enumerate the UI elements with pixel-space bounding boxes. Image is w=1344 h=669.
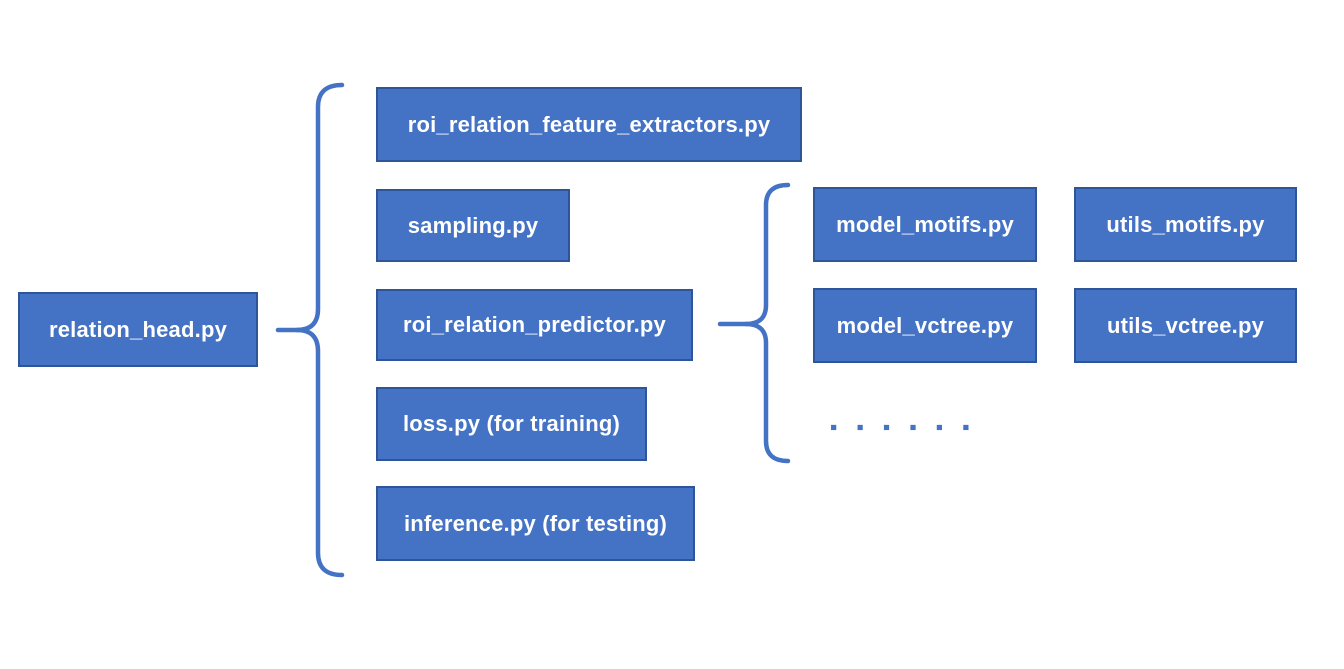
box-model-vctree: model_vctree.py [813,288,1037,363]
box-relation-head: relation_head.py [18,292,258,367]
box-model-motifs: model_motifs.py [813,187,1037,262]
box-roi-relation-feature-extractors: roi_relation_feature_extractors.py [376,87,802,162]
more-files-ellipsis-icon: ▪▪▪▪▪▪ [830,416,989,439]
right-brace [743,182,791,464]
box-utils-vctree: utils_vctree.py [1074,288,1297,363]
box-utils-motifs: utils_motifs.py [1074,187,1297,262]
left-brace [294,82,345,578]
box-sampling: sampling.py [376,189,570,262]
box-loss: loss.py (for training) [376,387,647,461]
box-roi-relation-predictor: roi_relation_predictor.py [376,289,693,361]
box-inference: inference.py (for testing) [376,486,695,561]
